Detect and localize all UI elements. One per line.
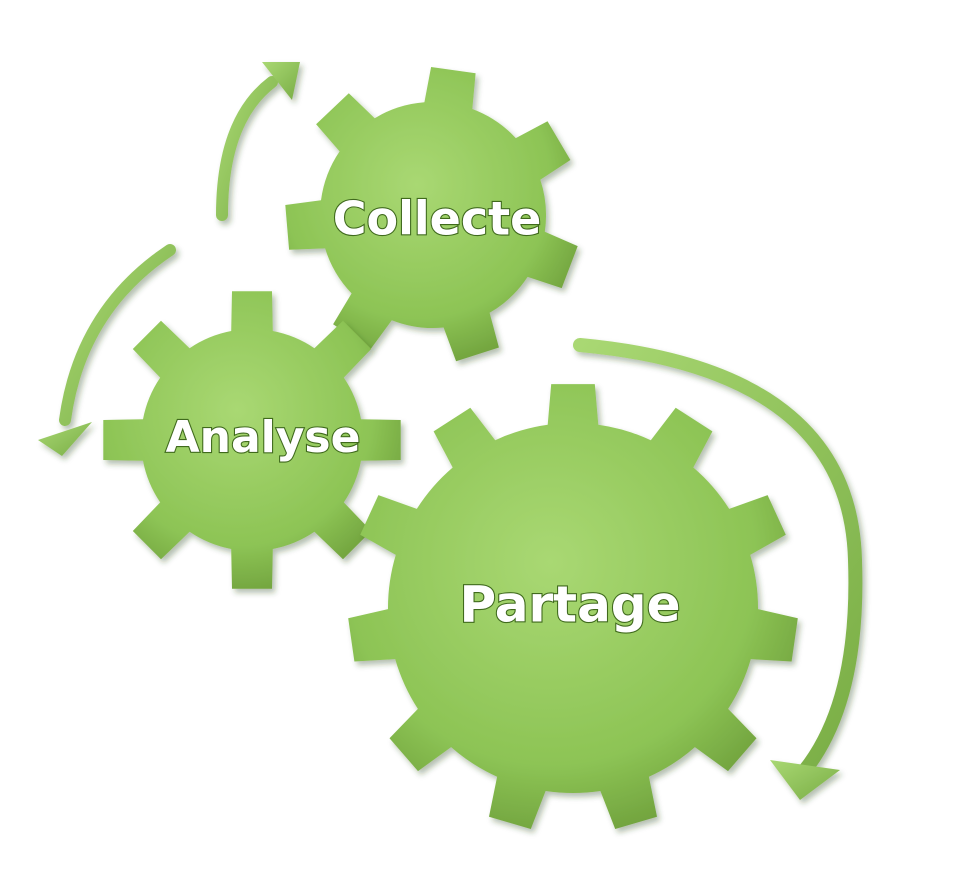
gear-analyse: Analyse [103,291,401,589]
gear-partage-label: Partage [459,576,680,634]
gear-partage: Partage [348,384,798,829]
gear-collecte: Collecte [285,67,578,362]
arrow-top-curved [216,62,300,221]
gear-analyse-label: Analyse [166,412,361,463]
arrow-right-curved [573,338,863,800]
arrow-left-curved [38,244,176,456]
gear-collecte-label: Collecte [333,192,542,246]
